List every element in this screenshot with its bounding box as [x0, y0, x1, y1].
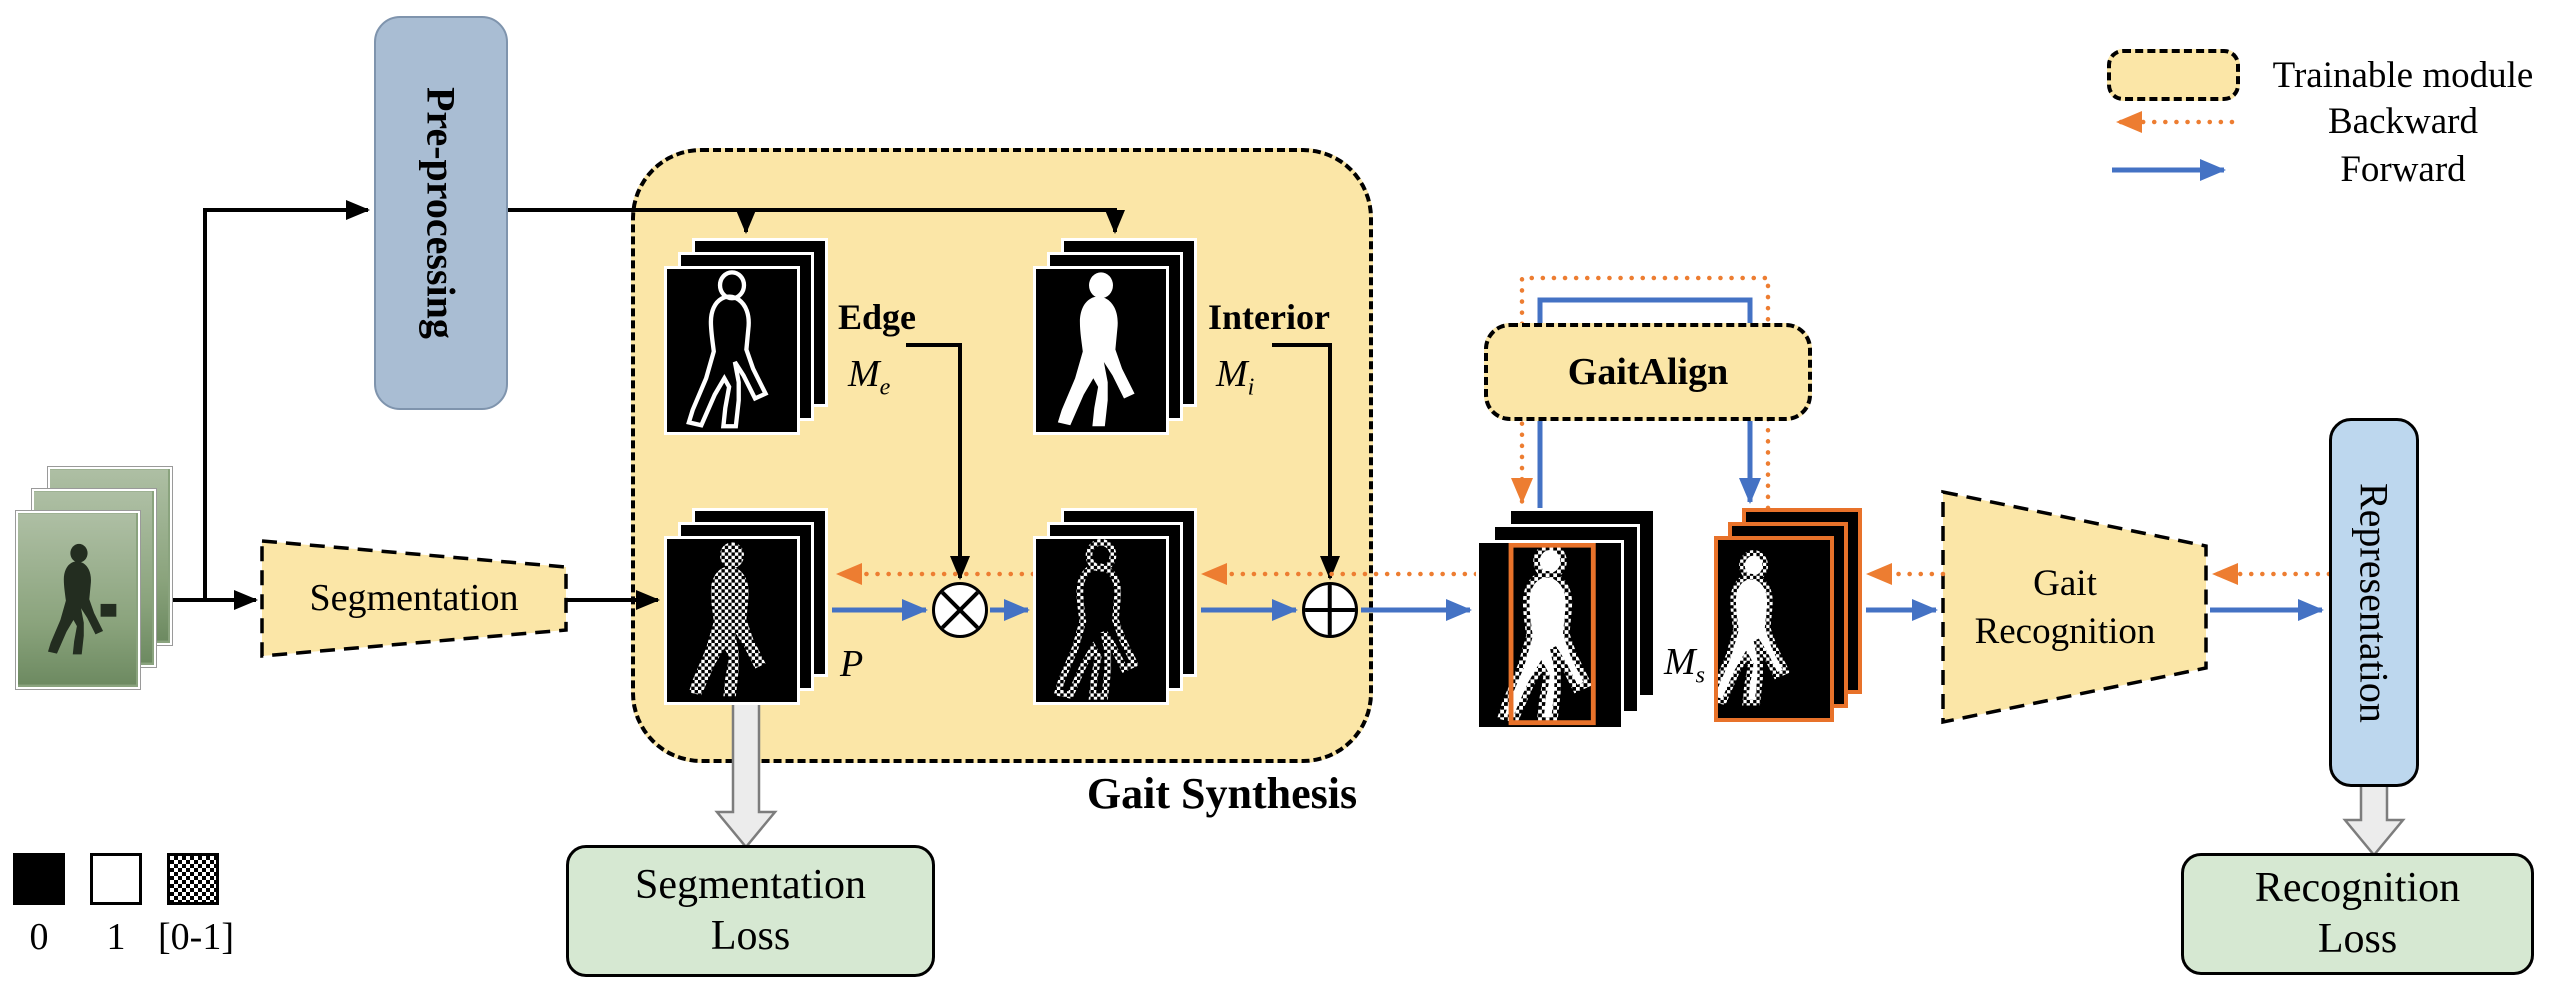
mask-layer — [1476, 540, 1624, 730]
legend-forward-label: Forward — [2340, 149, 2466, 190]
legend-trainable-label: Trainable module — [2272, 55, 2534, 96]
value-one-label: 1 — [106, 916, 126, 958]
mask-layer — [1714, 536, 1834, 722]
input-frame — [15, 510, 141, 690]
segmentation-loss-label: Segmentation Loss — [635, 861, 866, 959]
representation-label: Representation — [2351, 482, 2397, 723]
probability-symbol: P — [840, 643, 864, 685]
preprocessing-label: Pre-processing — [418, 87, 464, 339]
synthesized-edge-stack — [1033, 508, 1197, 705]
walking-person-photo-icon — [18, 513, 136, 685]
probability-silhouette-icon — [667, 539, 797, 702]
aligned-silhouette-stack — [1714, 508, 1862, 722]
interior-mask-symbol: Mi — [1216, 353, 1255, 401]
interior-mask-label: Interior — [1208, 297, 1330, 337]
gaitalign-label: GaitAlign — [1567, 351, 1729, 393]
value-range-label: [0-1] — [158, 916, 234, 958]
segmentation-loss-arrow — [714, 690, 778, 849]
synthesized-symbol: Ms — [1664, 641, 1705, 689]
probability-map-stack — [664, 508, 828, 705]
segmentation-label: Segmentation — [309, 577, 519, 619]
edge-silhouette-icon — [667, 269, 797, 432]
mask-layer — [1033, 266, 1169, 435]
mask-layer — [664, 266, 800, 435]
segmentation-loss-box: Segmentation Loss — [566, 845, 935, 977]
value-zero-swatch — [13, 853, 65, 905]
edge-mask-label: Edge — [838, 297, 917, 337]
gaitalign-module: GaitAlign — [1484, 323, 1812, 421]
black-arrows — [172, 200, 1340, 610]
value-range-swatch — [167, 853, 219, 905]
interior-mask-stack — [1033, 238, 1197, 435]
value-one-swatch — [90, 853, 142, 905]
gait-recognition-module-shape — [1941, 489, 2208, 725]
edge-mask-symbol: Me — [848, 353, 891, 401]
synthesized-silhouette-icon — [1479, 542, 1596, 726]
multiply-operator-icon — [932, 582, 988, 638]
input-frames-stack — [15, 466, 173, 690]
representation-module: Representation — [2329, 418, 2419, 787]
gait-synthesis-title: Gait Synthesis — [1086, 769, 1358, 818]
trainable-module-swatch — [2107, 49, 2240, 101]
value-zero-label: 0 — [29, 916, 49, 958]
aligned-silhouette-icon — [1718, 540, 1830, 718]
soft-edge-silhouette-icon — [1036, 539, 1166, 702]
legend-backward-label: Backward — [2328, 101, 2478, 142]
mask-layer — [1033, 536, 1169, 705]
synthesized-silhouette-stack — [1476, 508, 1656, 730]
loss-block-arrows — [714, 690, 2406, 857]
mask-layer — [664, 536, 800, 705]
add-operator-icon — [1302, 582, 1358, 638]
edge-mask-stack — [664, 238, 828, 435]
segmentation-module-shape — [260, 539, 568, 658]
preprocessing-module: Pre-processing — [374, 16, 508, 410]
interior-silhouette-icon — [1036, 269, 1166, 432]
recognition-loss-box: Recognition Loss — [2181, 853, 2534, 975]
gait-recognition-label: Gait Recognition — [1974, 563, 2156, 653]
recognition-loss-label: Recognition Loss — [2254, 864, 2461, 962]
